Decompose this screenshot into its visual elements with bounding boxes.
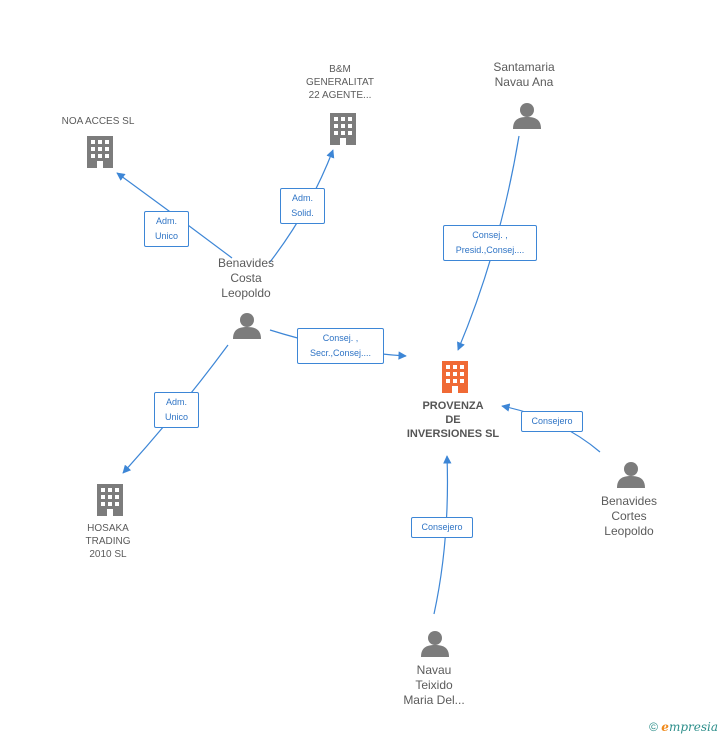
edge-label-adm-unico[interactable]: Adm. Unico (144, 211, 189, 247)
brand-logo: empresia (661, 720, 718, 734)
edge-label-adm-solid[interactable]: Adm. Solid. (280, 188, 325, 224)
node-label-bm-generalitat[interactable]: B&M GENERALITAT 22 AGENTE... (306, 64, 374, 101)
building-icon[interactable] (87, 136, 113, 168)
edge-label-consejero[interactable]: Consejero (411, 517, 473, 538)
edge-label-adm-unico[interactable]: Adm. Unico (154, 392, 199, 428)
node-label-benavides-costa-leopoldo[interactable]: Benavides Costa Leopoldo (217, 256, 275, 300)
node-label-navau-teixido[interactable]: Navau Teixido Maria Del... (403, 663, 465, 707)
person-icon[interactable] (513, 103, 541, 129)
edge-label-consej-presid[interactable]: Consej. , Presid.,Consej.... (443, 225, 537, 261)
footer-brand[interactable]: © empresia (649, 720, 718, 734)
node-label-provenza-de-inversiones[interactable]: PROVENZA DE INVERSIONES SL (406, 400, 500, 440)
building-icon[interactable] (330, 113, 356, 145)
node-label-benavides-cortes-leopoldo[interactable]: Benavides Cortes Leopoldo (600, 494, 658, 538)
node-label-noa-acces[interactable]: NOA ACCES SL (61, 116, 135, 127)
building-icon[interactable] (97, 484, 123, 516)
person-icon[interactable] (421, 631, 449, 657)
person-icon[interactable] (233, 313, 261, 339)
edge-label-consej-secr[interactable]: Consej. , Secr.,Consej.... (297, 328, 384, 364)
copyright-icon: © (649, 720, 658, 734)
node-label-hosaka-trading[interactable]: HOSAKA TRADING 2010 SL (85, 523, 131, 560)
node-label-santamaria-navau-ana[interactable]: Santamaria Navau Ana (493, 60, 555, 89)
building-icon-main[interactable] (442, 361, 468, 393)
edge-label-consejero[interactable]: Consejero (521, 411, 583, 432)
person-icon[interactable] (617, 462, 645, 488)
